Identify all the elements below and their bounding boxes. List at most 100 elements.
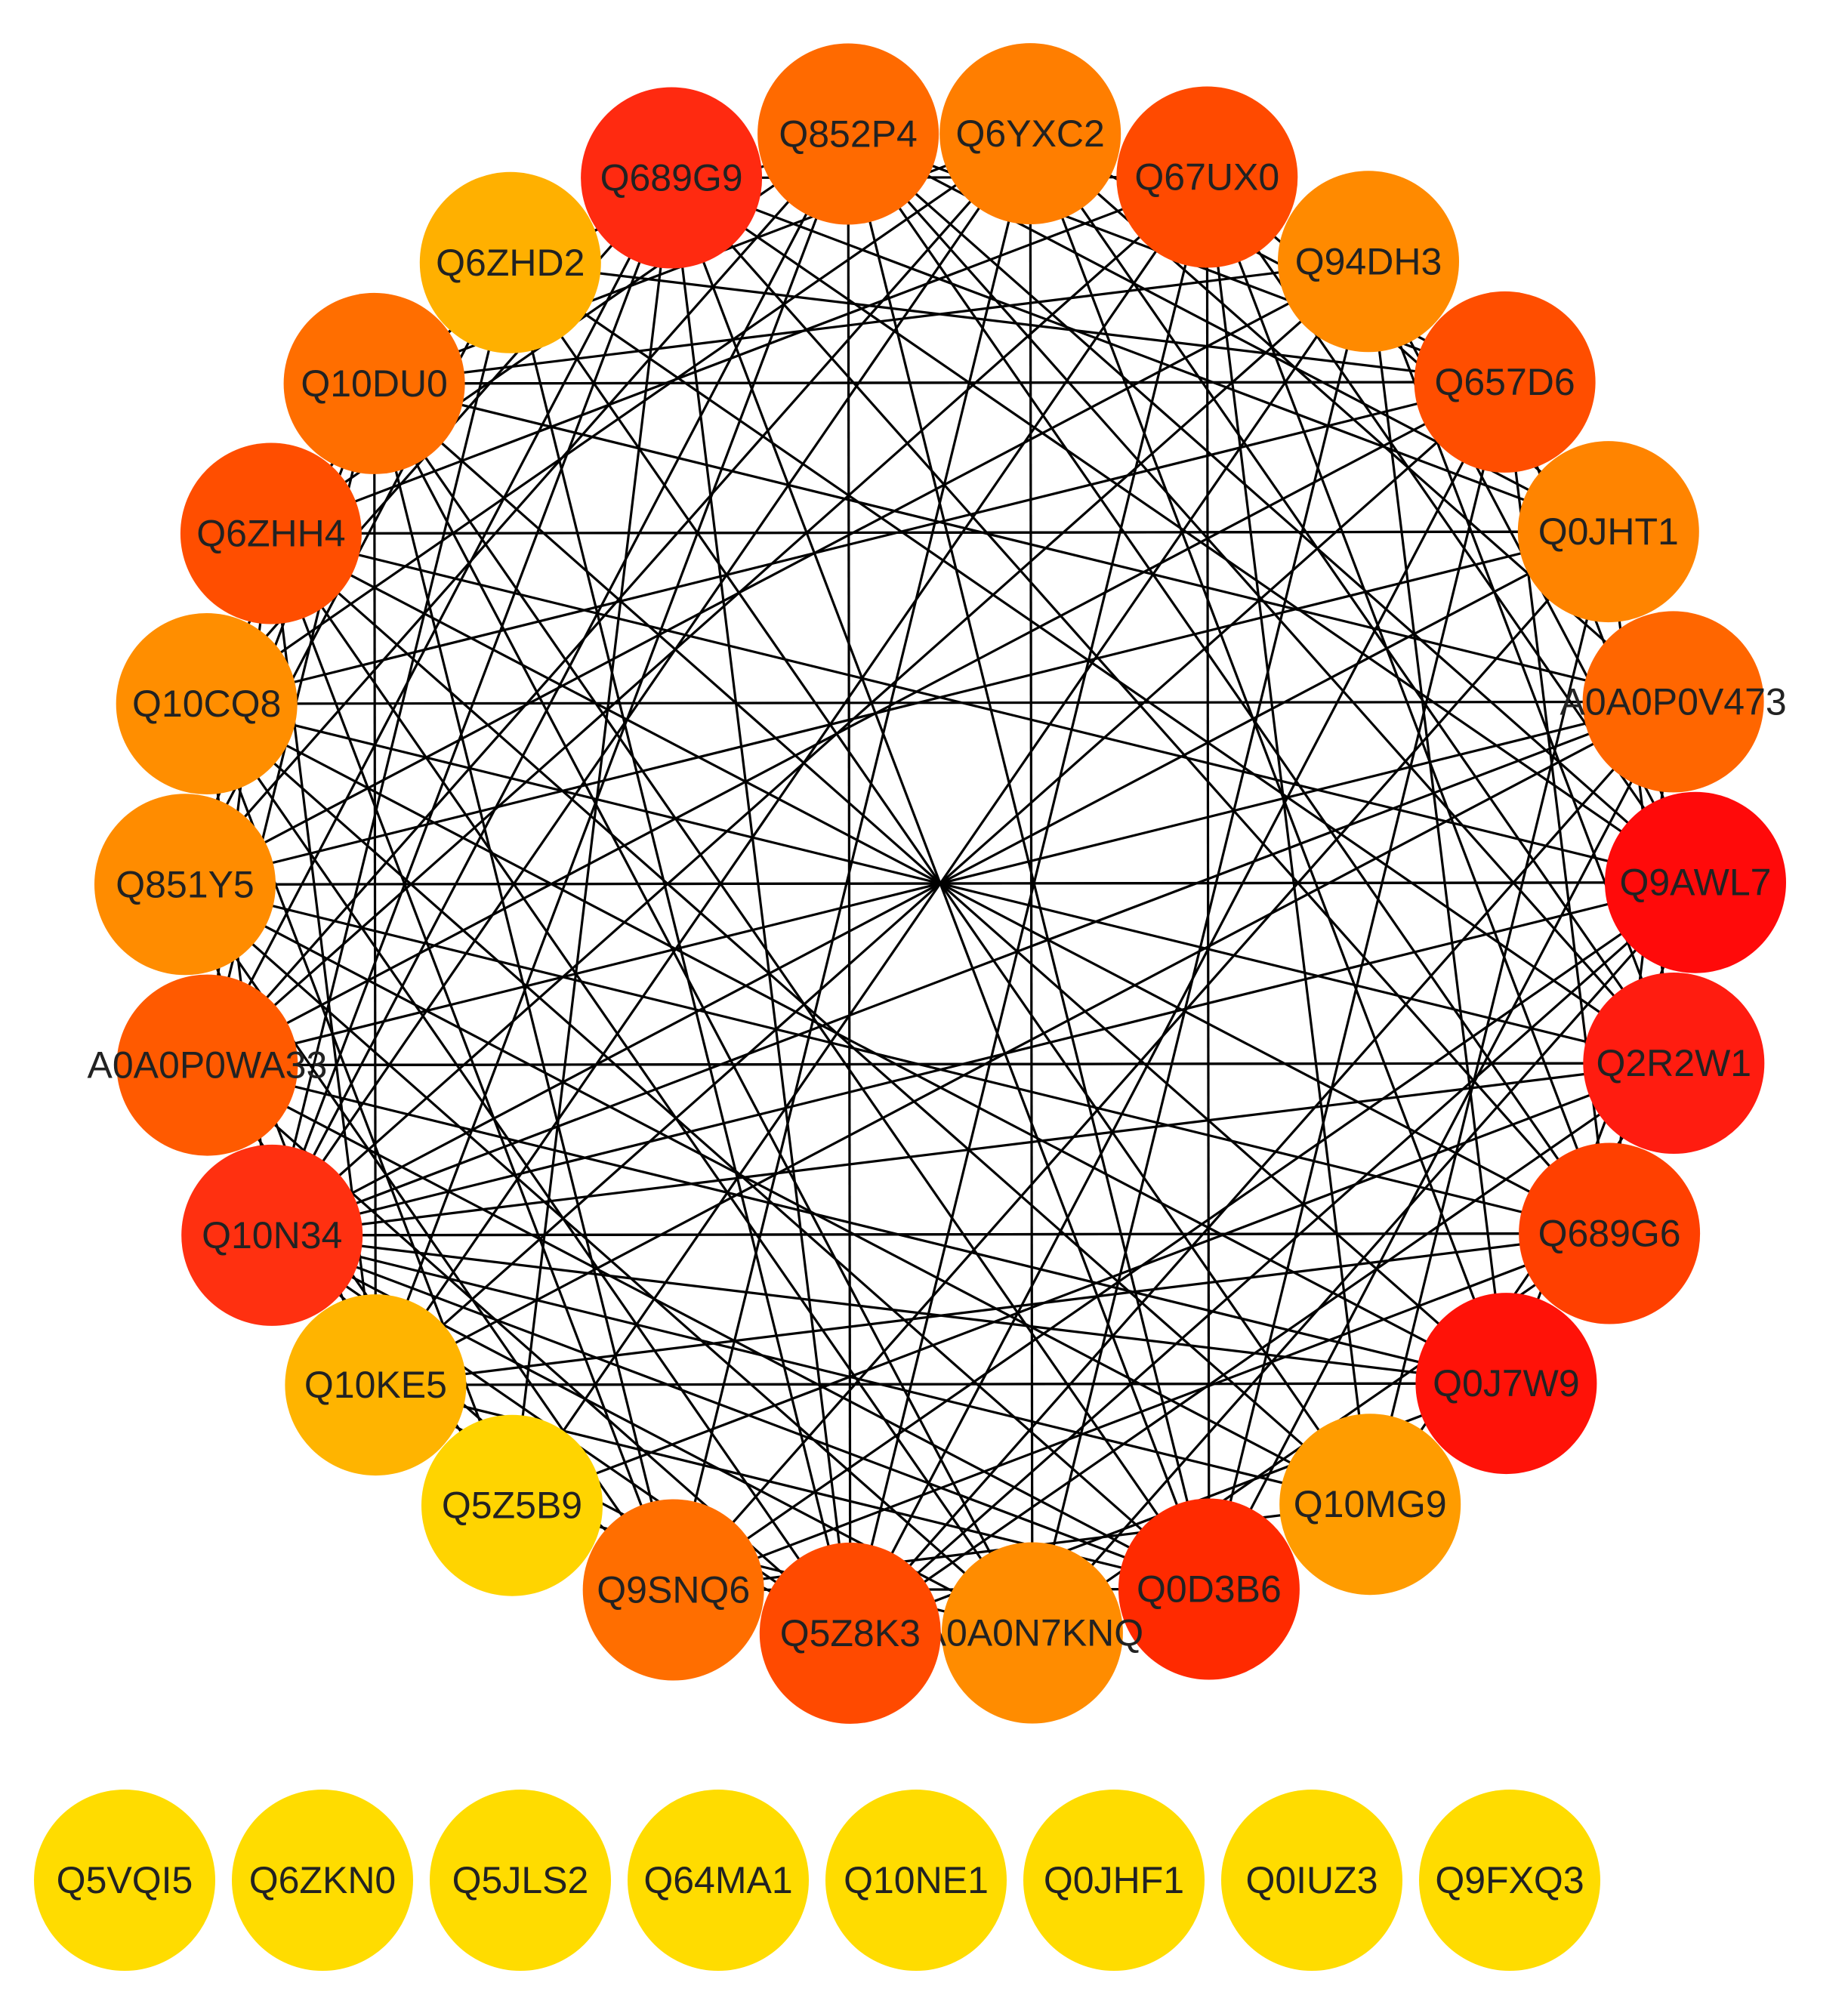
edge-Q9AWL7-Q6ZHH4: [270, 532, 1696, 884]
edge-Q0J7W9-A0A0P0WA33: [207, 1064, 1507, 1385]
node-Q0D3B6[interactable]: Q0D3B6: [1118, 1498, 1300, 1680]
node-label: A0A0N7KNQ: [921, 1612, 1144, 1654]
edge-Q9SNQ6-Q6ZHH4: [270, 532, 675, 1591]
node-Q2R2W1[interactable]: Q2R2W1: [1583, 973, 1765, 1154]
isolated-node-label: Q0JHF1: [1044, 1859, 1184, 1901]
node-label: Q852P4: [779, 113, 917, 156]
edge-Q10KE5-Q0J7W9: [375, 1382, 1507, 1386]
edge-Q9AWL7-Q10N34: [271, 881, 1696, 1237]
node-label: Q689G6: [1538, 1213, 1681, 1255]
isolated-node-Q64MA1[interactable]: Q64MA1: [628, 1790, 809, 1971]
node-label: Q6ZHD2: [436, 242, 585, 284]
node-Q5Z5B9[interactable]: Q5Z5B9: [421, 1414, 603, 1596]
node-label: A0A0P0V473: [1560, 680, 1786, 723]
node-circle: [941, 1542, 1123, 1724]
isolated-node-Q10NE1[interactable]: Q10NE1: [825, 1790, 1007, 1971]
edge-Q657D6-A0A0P0WA33: [206, 381, 1506, 1067]
node-circle: [939, 43, 1121, 225]
ring-nodes-layer: Q852P4 Q6YXC2Q67UX0Q94DH3Q657D6Q0JHT1A0A0…: [88, 43, 1787, 1724]
node-circle: [283, 292, 465, 474]
node-label: Q94DH3: [1295, 240, 1442, 282]
node-A0A0P0WA33[interactable]: A0A0P0WA33: [88, 974, 328, 1156]
node-label: Q9AWL7: [1619, 862, 1771, 904]
node-label: Q5Z8K3: [780, 1612, 921, 1654]
edge-Q10DU0-Q657D6: [374, 381, 1505, 385]
isolated-node-label: Q10NE1: [844, 1859, 989, 1901]
node-Q657D6[interactable]: Q657D6: [1414, 291, 1596, 473]
node-Q67UX0[interactable]: Q67UX0: [1116, 86, 1298, 268]
edge-Q67UX0-Q10KE5: [375, 176, 1208, 1386]
node-A0A0N7KNQ[interactable]: A0A0N7KNQ: [921, 1542, 1144, 1724]
node-Q9AWL7[interactable]: Q9AWL7: [1605, 791, 1786, 973]
isolated-node-Q5JLS2[interactable]: Q5JLS2: [430, 1790, 611, 1971]
node-Q10N34[interactable]: Q10N34: [181, 1144, 363, 1326]
isolated-node-label: Q6ZKN0: [249, 1859, 396, 1901]
edge-Q2R2W1-Q6ZHD2: [509, 261, 1675, 1065]
node-Q851Y5[interactable]: Q851Y5: [94, 794, 276, 976]
edge-Q9SNQ6-Q10DU0: [373, 383, 675, 1590]
isolated-node-circle: [430, 1790, 611, 1971]
node-circle: [421, 1414, 603, 1596]
edge-Q10MG9-Q851Y5: [184, 883, 1371, 1506]
isolated-node-Q9FXQ3[interactable]: Q9FXQ3: [1419, 1790, 1600, 1971]
node-label: Q67UX0: [1134, 156, 1279, 199]
edge-Q0J7W9-Q10CQ8: [205, 702, 1507, 1385]
node-label: Q9SNQ6: [597, 1569, 750, 1611]
edge-Q5Z5B9-Q689G9: [511, 177, 673, 1506]
node-Q689G6[interactable]: Q689G6: [1519, 1142, 1701, 1324]
node-circle: [1414, 291, 1596, 473]
edge-A0A0P0V473-Q10KE5: [375, 700, 1674, 1386]
edge-Q851Y5-Q9AWL7: [184, 881, 1696, 886]
node-Q5Z8K3[interactable]: Q5Z8K3: [759, 1542, 941, 1724]
node-Q94DH3[interactable]: Q94DH3: [1278, 171, 1459, 353]
edge-Q0D3B6-Q10N34: [271, 1234, 1210, 1590]
isolated-node-circle: [1221, 1790, 1402, 1971]
isolated-node-Q0JHF1[interactable]: Q0JHF1: [1023, 1790, 1205, 1971]
node-label: Q10DU0: [301, 362, 448, 405]
node-label: Q0D3B6: [1137, 1568, 1282, 1611]
node-label: Q0J7W9: [1433, 1362, 1580, 1404]
node-label: Q657D6: [1434, 361, 1575, 403]
node-label: Q6ZHH4: [196, 513, 345, 555]
node-label: Q0JHT1: [1538, 510, 1679, 553]
node-Q0JHT1[interactable]: Q0JHT1: [1517, 441, 1699, 623]
node-label: Q10CQ8: [132, 683, 281, 725]
node-label: Q2R2W1: [1596, 1042, 1751, 1084]
isolated-node-circle: [34, 1790, 215, 1971]
isolated-node-circle: [825, 1790, 1007, 1971]
isolated-node-label: Q64MA1: [643, 1859, 792, 1901]
edge-Q10N34-Q689G9: [270, 177, 673, 1236]
node-Q6ZHH4[interactable]: Q6ZHH4: [180, 442, 362, 624]
isolated-node-Q5VQI5[interactable]: Q5VQI5: [34, 1790, 215, 1971]
edge-Q5Z8K3-Q689G9: [670, 177, 852, 1634]
node-Q852P4[interactable]: Q852P4: [757, 43, 939, 225]
node-label: Q10KE5: [304, 1364, 447, 1406]
edge-Q5Z8K3-Q6ZHD2: [509, 262, 852, 1634]
node-circle: [285, 1294, 467, 1476]
isolated-node-Q6ZKN0[interactable]: Q6ZKN0: [232, 1790, 413, 1971]
node-A0A0P0V473[interactable]: A0A0P0V473: [1560, 611, 1787, 793]
isolated-node-label: Q0IUZ3: [1245, 1859, 1378, 1901]
isolated-node-circle: [628, 1790, 809, 1971]
node-Q10DU0[interactable]: Q10DU0: [283, 292, 465, 474]
node-Q10MG9[interactable]: Q10MG9: [1279, 1414, 1461, 1596]
edge-Q94DH3-Q10DU0: [374, 260, 1369, 385]
isolated-nodes-layer: Q5VQI5 Q6ZKN0 Q5JLS2 Q64MA1 Q10NE1 Q0JHF1 Q0IU…: [34, 1790, 1600, 1971]
edge-A0A0N7KNQ-Q10DU0: [373, 383, 1034, 1634]
node-Q10KE5[interactable]: Q10KE5: [285, 1294, 467, 1476]
edge-Q0D3B6-Q10DU0: [373, 382, 1211, 1590]
node-label: Q6YXC2: [956, 113, 1105, 155]
node-Q10CQ8[interactable]: Q10CQ8: [116, 613, 298, 794]
node-Q9SNQ6[interactable]: Q9SNQ6: [582, 1499, 764, 1681]
node-circle: [757, 43, 939, 225]
node-Q6YXC2[interactable]: Q6YXC2: [939, 43, 1121, 225]
isolated-node-circle: [1023, 1790, 1205, 1971]
node-Q0J7W9[interactable]: Q0J7W9: [1415, 1293, 1597, 1475]
node-Q689G9[interactable]: Q689G9: [581, 87, 763, 269]
node-circle: [759, 1542, 941, 1724]
node-circle: [1415, 1293, 1597, 1475]
node-Q6ZHD2[interactable]: Q6ZHD2: [419, 171, 601, 353]
edge-A0A0P0V473-Q10CQ8: [206, 700, 1674, 705]
isolated-node-Q0IUZ3[interactable]: Q0IUZ3: [1221, 1790, 1402, 1971]
